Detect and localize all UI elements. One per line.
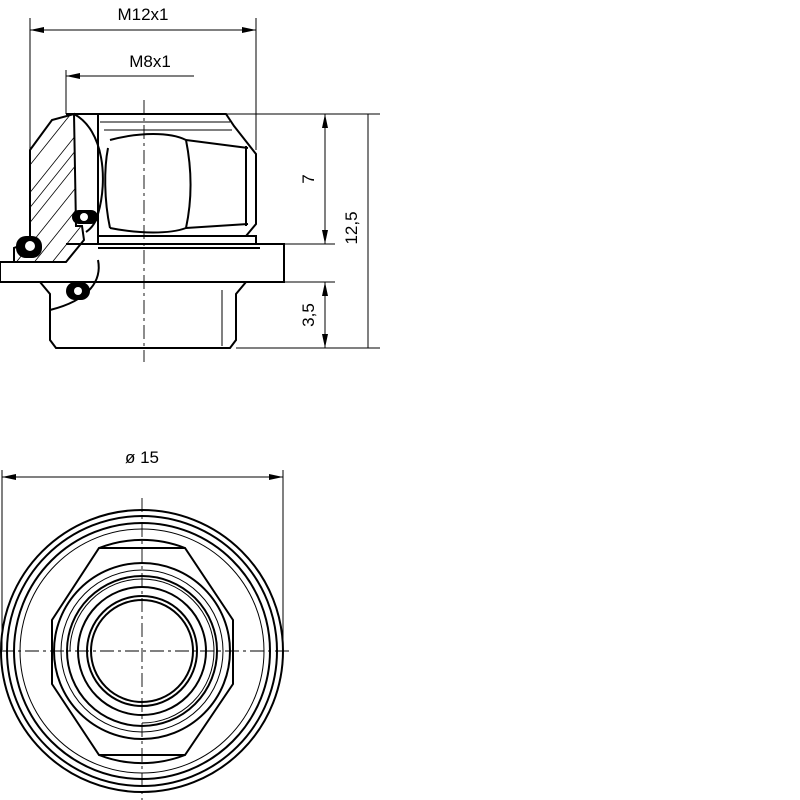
dimension-verticals: 7 12,5 3,5 [226,113,380,349]
thread-arc-partial [69,578,215,724]
hex-chamfer-arc-bottom [98,754,186,765]
label-m8x1: M8x1 [129,52,171,71]
flange [0,243,285,283]
hex-face-left [104,147,111,229]
o-ring-lower [66,282,90,300]
label-m12x1: M12x1 [117,5,168,24]
top-view: ø 15 [0,448,290,800]
flange-collar [97,235,257,245]
label-3-5: 3,5 [299,303,318,327]
side-view: M12x1 M8x1 7 12,5 3,5 [0,5,380,362]
o-ring-left [16,236,42,258]
hex-edge-1 [185,139,249,149]
spigot-cutaway [49,259,100,311]
hex-face-curve [109,133,192,234]
dimension-m8x1: M8x1 [65,52,194,114]
o-ring-upper [72,210,98,224]
hex-edge-2 [185,223,249,229]
hex-chamfer-arc [98,538,186,549]
dimension-diameter: ø 15 [1,448,284,650]
cutaway-curve [73,113,104,233]
label-7: 7 [299,174,318,183]
dimension-m12x1: M12x1 [29,5,257,240]
section-hatching [14,114,84,262]
lower-spigot [39,281,247,349]
label-diameter: ø 15 [125,448,159,467]
label-12-5: 12,5 [342,211,361,244]
